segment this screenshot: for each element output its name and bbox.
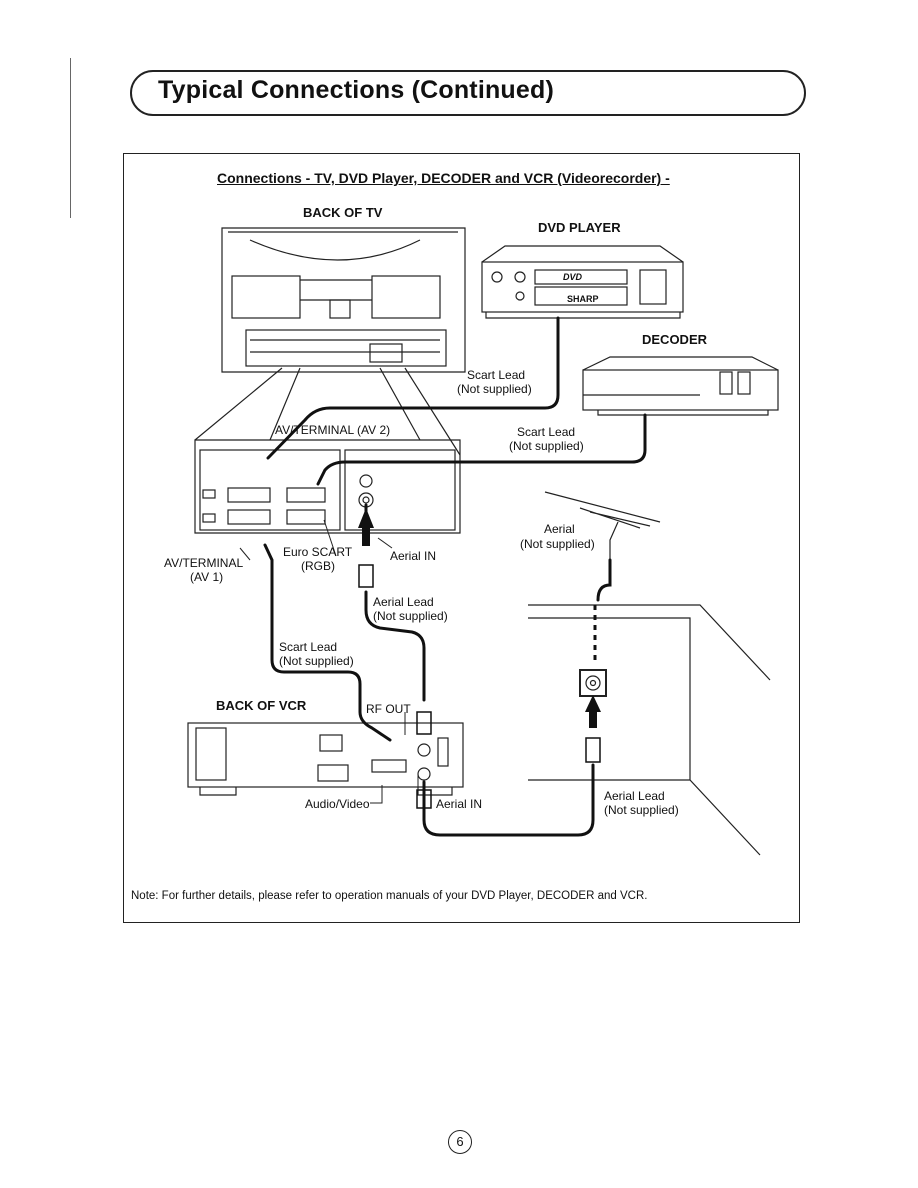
aerial-in-vcr-label: Aerial IN [436,797,483,811]
aerial-lead-2-line1: Aerial Lead [604,789,665,803]
dvd-logo: DVD [563,272,583,282]
dvd-player-illustration [481,245,684,319]
dvd-brand: SHARP [567,294,599,304]
decoder-label: DECODER [642,332,708,347]
tv-back-illustration [221,227,466,373]
page-title: Typical Connections (Continued) [158,76,555,104]
dvd-player-label: DVD PLAYER [538,220,621,235]
aerial-in-tv-label: Aerial IN [390,549,437,563]
av-terminal-1-line1: AV/TERMINAL [164,556,244,570]
scart-lead-1-line2: (Not supplied) [457,382,532,396]
scart-lead-2-line2: (Not supplied) [509,439,584,453]
scart-lead-3-line2: (Not supplied) [279,654,354,668]
audio-video-label: Audio/Video [305,797,370,811]
back-of-tv-label: BACK OF TV [303,205,383,220]
av-terminal-2-label: AV/TERMINAL (AV 2) [275,423,391,437]
aerial-lead-1-line1: Aerial Lead [373,595,434,609]
av-terminal-1-line2: (AV 1) [190,570,224,584]
scart-lead-2-line1: Scart Lead [517,425,576,439]
title-frame [130,70,806,116]
aerial-line1: Aerial [544,522,575,536]
aerial-illustration [544,491,661,560]
decoder-illustration [582,356,779,416]
diagram-frame [123,153,800,923]
margin-rule [70,58,71,218]
aerial-lead-1-line2: (Not supplied) [373,609,448,623]
plug-arrows [358,508,601,809]
scart-lead-3-line1: Scart Lead [279,640,338,654]
back-of-vcr-label: BACK OF VCR [216,698,307,713]
euro-scart-line1: Euro SCART [283,545,353,559]
section-heading: Connections - TV, DVD Player, DECODER an… [217,170,670,186]
aerial-line2: (Not supplied) [520,537,595,551]
cables [263,316,647,837]
note-text: Note: For further details, please refer … [131,890,648,902]
euro-scart-line2: (RGB) [301,559,335,573]
scart-lead-1-line1: Scart Lead [467,368,526,382]
tv-terminal-panel [194,439,461,534]
page-number: 6 [448,1130,472,1154]
aerial-lead-2-line2: (Not supplied) [604,803,679,817]
rf-out-label: RF OUT [366,702,411,716]
vcr-back-illustration [187,722,464,796]
